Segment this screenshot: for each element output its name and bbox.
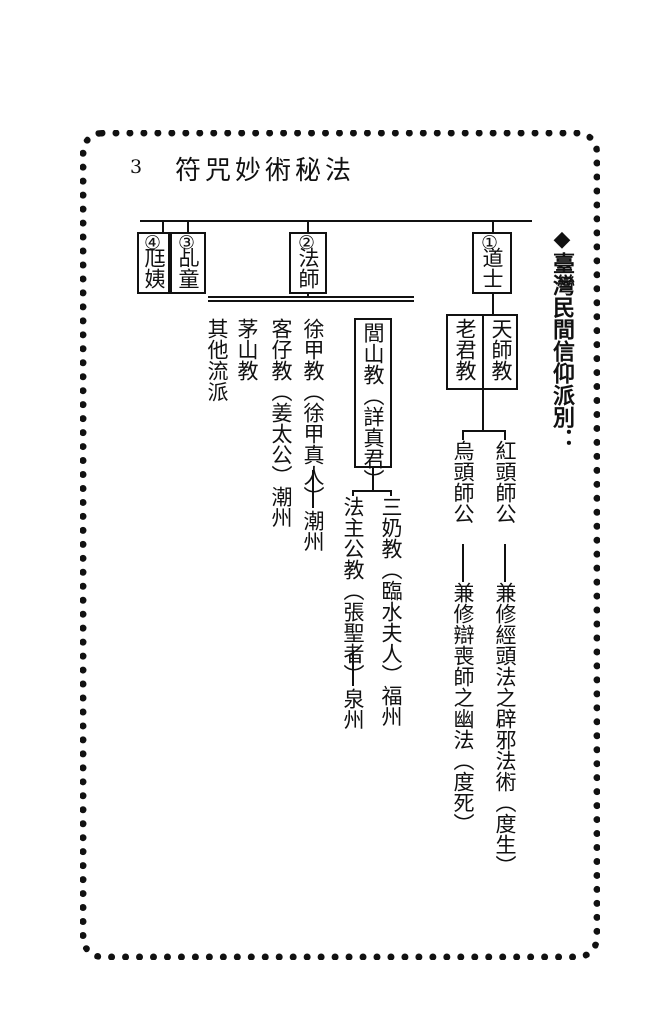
lushan-branch-bar bbox=[352, 490, 392, 492]
category-daoshi-number: ① bbox=[481, 232, 499, 254]
kezai-sect: 客仔教（姜太公）潮州 bbox=[269, 318, 293, 528]
category-daoshi-box bbox=[472, 232, 512, 294]
wutou-shigong: 烏頭師公 bbox=[451, 440, 475, 524]
decorative-border bbox=[80, 130, 600, 960]
category-fashi-box bbox=[289, 232, 327, 294]
fashi-double-line-top bbox=[208, 296, 414, 298]
drop-line-4 bbox=[162, 220, 164, 232]
category-fashi-number: ② bbox=[298, 232, 316, 254]
wutou-connector bbox=[462, 544, 464, 582]
fashi-stem bbox=[307, 294, 309, 296]
category-jitong-number: ③ bbox=[178, 232, 196, 254]
hongtou-description: 兼修經頭法之辟邪法術（度生） bbox=[493, 582, 517, 876]
lushan-stem bbox=[372, 468, 374, 490]
drop-line-2 bbox=[307, 220, 309, 232]
running-title: 符咒妙術秘法 bbox=[175, 156, 356, 186]
xujia-connector bbox=[312, 470, 314, 508]
section-title: ◆臺灣民間信仰派別： bbox=[549, 226, 575, 450]
hongtou-drop bbox=[504, 430, 506, 440]
tianshi-sect: 天師教 bbox=[489, 318, 513, 381]
category-fashi-label: 法師 bbox=[296, 247, 320, 289]
lushan-sect: 閭山教（詳真君） bbox=[361, 322, 385, 490]
daoshi-stem-1 bbox=[492, 294, 494, 314]
wutou-description: 兼修辯喪師之幽法（度死） bbox=[451, 582, 475, 834]
sannai-sect: 三奶教（臨水夫人）福州 bbox=[379, 496, 403, 727]
fazhu-connector bbox=[352, 650, 354, 686]
sannai-drop bbox=[390, 490, 392, 496]
daoshi-sects-divider bbox=[482, 314, 484, 390]
category-wangyi-box bbox=[137, 232, 170, 294]
wutou-drop bbox=[462, 430, 464, 440]
fashi-double-line-bottom bbox=[208, 300, 414, 302]
fazhu-place: 泉州 bbox=[341, 688, 365, 730]
hongtou-shigong: 紅頭師公 bbox=[493, 440, 517, 524]
laojun-sect: 老君教 bbox=[453, 318, 477, 381]
fazhu-drop bbox=[352, 490, 354, 496]
category-daoshi-label: 道士 bbox=[480, 247, 504, 289]
drop-line-3 bbox=[187, 220, 189, 232]
daoshi-branch-bar bbox=[462, 430, 506, 432]
lushan-box bbox=[354, 318, 392, 468]
category-wangyi-label: 尫姨 bbox=[142, 247, 166, 289]
page-number: 3 bbox=[130, 156, 143, 178]
category-jitong-label: 乩童 bbox=[176, 247, 200, 289]
other-sects: 其他流派 bbox=[205, 318, 229, 402]
daoshi-stem-2 bbox=[482, 390, 484, 430]
maoshan-sect: 茅山教 bbox=[235, 318, 259, 381]
category-wangyi-number: ④ bbox=[144, 232, 162, 254]
category-jitong-box bbox=[170, 232, 206, 294]
drop-line-1 bbox=[492, 220, 494, 232]
top-horizontal-line bbox=[140, 220, 532, 222]
xujia-place: 潮州 bbox=[301, 510, 325, 552]
hongtou-connector bbox=[504, 544, 506, 582]
